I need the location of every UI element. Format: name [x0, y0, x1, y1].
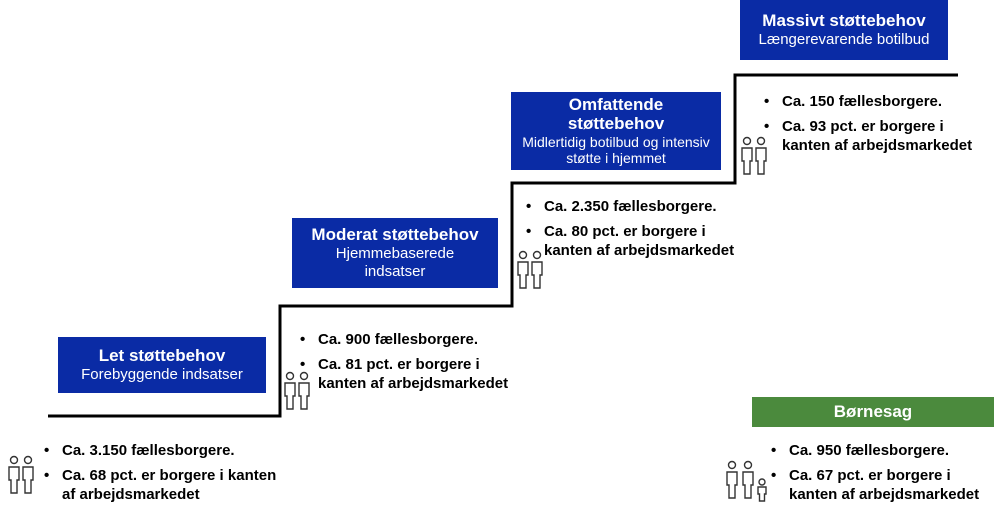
- level-title: Omfattende støttebehov: [567, 95, 665, 133]
- list-item: •Ca. 2.350 fællesborgere.: [526, 198, 717, 215]
- level-omfattende-bullets: •Ca. 2.350 fællesborgere. •Ca. 80 pct. e…: [526, 197, 756, 260]
- level-let-bullets: •Ca. 3.150 fællesborgere. •Ca. 68 pct. e…: [44, 441, 284, 504]
- level-omfattende-box: Omfattende støttebehov Midlertidig botil…: [511, 92, 721, 170]
- level-moderat-box: Moderat støttebehov Hjemmebaserede indsa…: [292, 218, 498, 288]
- two-people-icon: [8, 455, 34, 494]
- list-item: •Ca. 67 pct. er borgere i kanten af arbe…: [771, 467, 980, 503]
- level-subtitle: Længerevarende botilbud: [758, 31, 930, 49]
- level-let-box: Let støttebehov Forebyggende indsatser: [58, 337, 266, 393]
- list-item: •Ca. 3.150 fællesborgere.: [44, 442, 235, 459]
- children-box: Børnesag: [752, 397, 994, 427]
- list-item: •Ca. 68 pct. er borgere i kanten af arbe…: [44, 467, 277, 503]
- list-item: •Ca. 900 fællesborgere.: [300, 331, 479, 348]
- two-people-icon: [741, 136, 767, 175]
- level-title: Let støttebehov: [98, 345, 226, 365]
- level-subtitle: Hjemmebaserede indsatser: [335, 245, 455, 281]
- list-item: •Ca. 150 fællesborgere.: [764, 93, 943, 110]
- level-massivt-bullets: •Ca. 150 fællesborgere. •Ca. 93 pct. er …: [764, 92, 994, 155]
- two-people-icon: [284, 371, 310, 410]
- family-icon: [726, 460, 767, 502]
- level-massivt-box: Massivt støttebehov Længerevarende botil…: [740, 0, 948, 60]
- list-item: •Ca. 81 pct. er borgere i kanten af arbe…: [300, 356, 509, 392]
- children-bullets: •Ca. 950 fællesborgere. •Ca. 67 pct. er …: [771, 441, 999, 504]
- level-moderat-bullets: •Ca. 900 fællesborgere. •Ca. 81 pct. er …: [300, 330, 530, 393]
- list-item: •Ca. 93 pct. er borgere i kanten af arbe…: [764, 118, 973, 154]
- list-item: •Ca. 950 fællesborgere.: [771, 442, 950, 459]
- level-title: Massivt støttebehov: [762, 10, 926, 30]
- two-people-icon: [517, 250, 543, 289]
- level-subtitle: Forebyggende indsatser: [81, 366, 243, 384]
- level-title: Moderat støttebehov: [311, 224, 479, 244]
- level-subtitle: Midlertidig botilbud og intensiv støtte …: [522, 133, 710, 166]
- children-title: Børnesag: [833, 401, 913, 421]
- list-item: •Ca. 80 pct. er borgere i kanten af arbe…: [526, 223, 735, 259]
